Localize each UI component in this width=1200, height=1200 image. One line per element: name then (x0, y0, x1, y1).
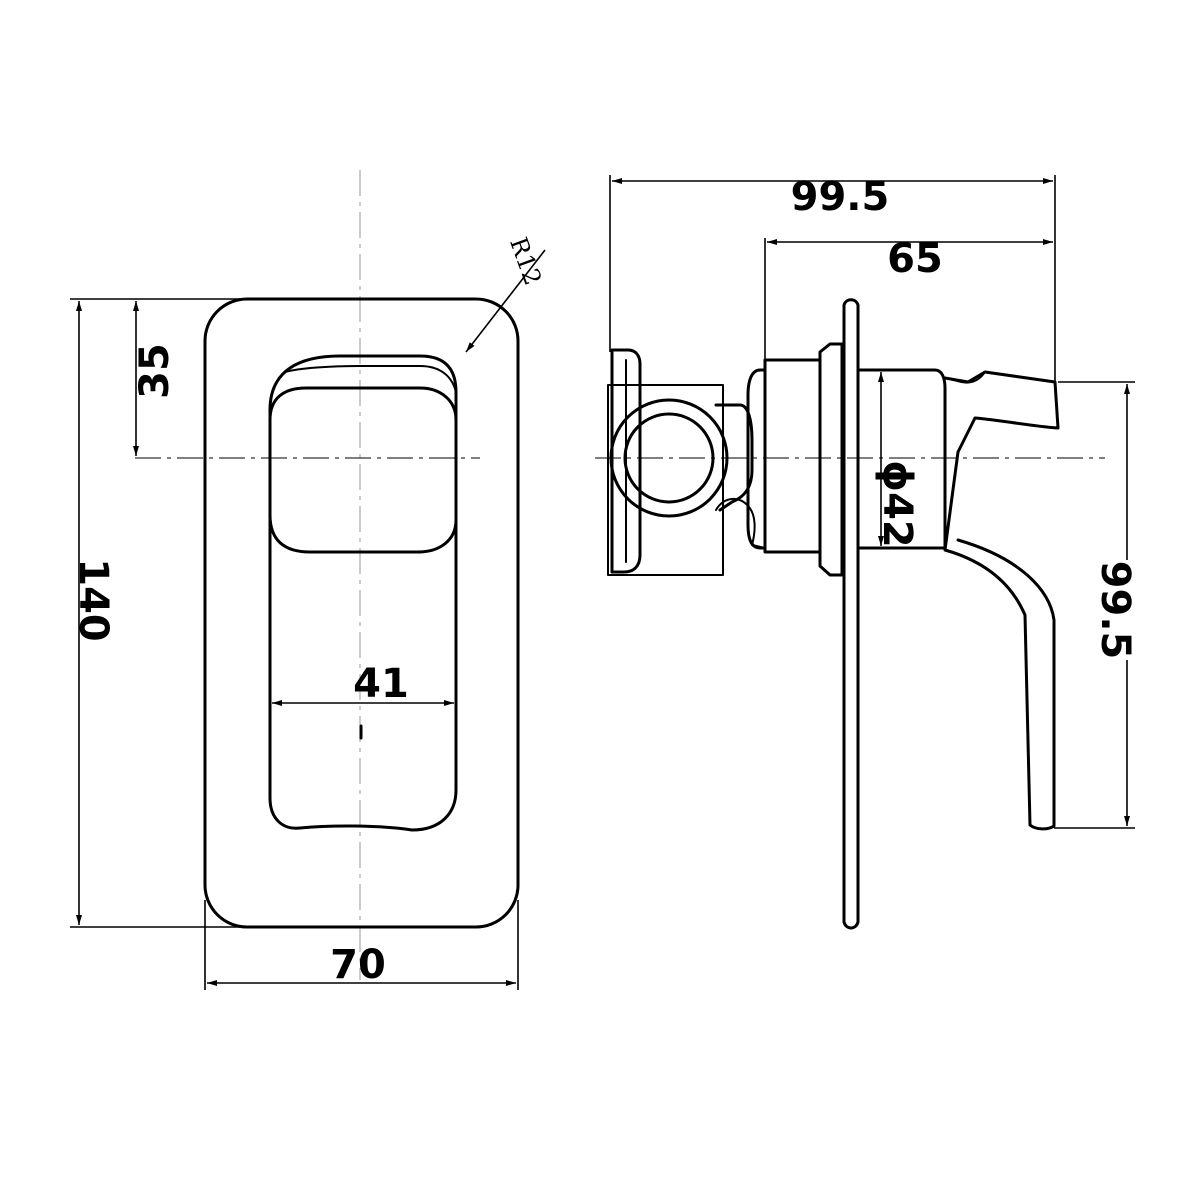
lever-handle-top-edge (944, 371, 986, 384)
lever-paddle-edge (284, 365, 457, 393)
dim-diameter-label: ϕ42 (874, 460, 920, 548)
lever-paddle (268, 386, 458, 554)
dim-35-label: 35 (132, 343, 178, 399)
cartridge-ring-outer (609, 398, 729, 518)
radius-label: R12 (504, 234, 547, 289)
side-view: 99.5 65 ϕ42 99.5 (595, 174, 1138, 930)
body-cylinder (763, 358, 822, 554)
cartridge-ring-inner (623, 412, 715, 504)
radius-leader (465, 249, 546, 353)
lever-recess (268, 354, 458, 832)
dim-lever-label: 99.5 (1092, 561, 1138, 660)
handle-hub (856, 368, 947, 550)
connector-collar (746, 368, 767, 550)
dim-depth-label: 99.5 (791, 174, 890, 220)
front-view: 140 35 70 41 R12 (70, 170, 547, 990)
dim-70-label: 70 (330, 942, 386, 988)
dim-41-label: 41 (353, 661, 409, 707)
valve-connector (714, 403, 754, 512)
lever-handle (943, 370, 1060, 831)
escutcheon-collar (818, 342, 844, 577)
dim-65-label: 65 (887, 236, 943, 282)
wall-plate-side (842, 298, 860, 930)
dim-140-label: 140 (70, 558, 116, 642)
cover-plate (203, 297, 520, 929)
back-flange (610, 348, 642, 574)
